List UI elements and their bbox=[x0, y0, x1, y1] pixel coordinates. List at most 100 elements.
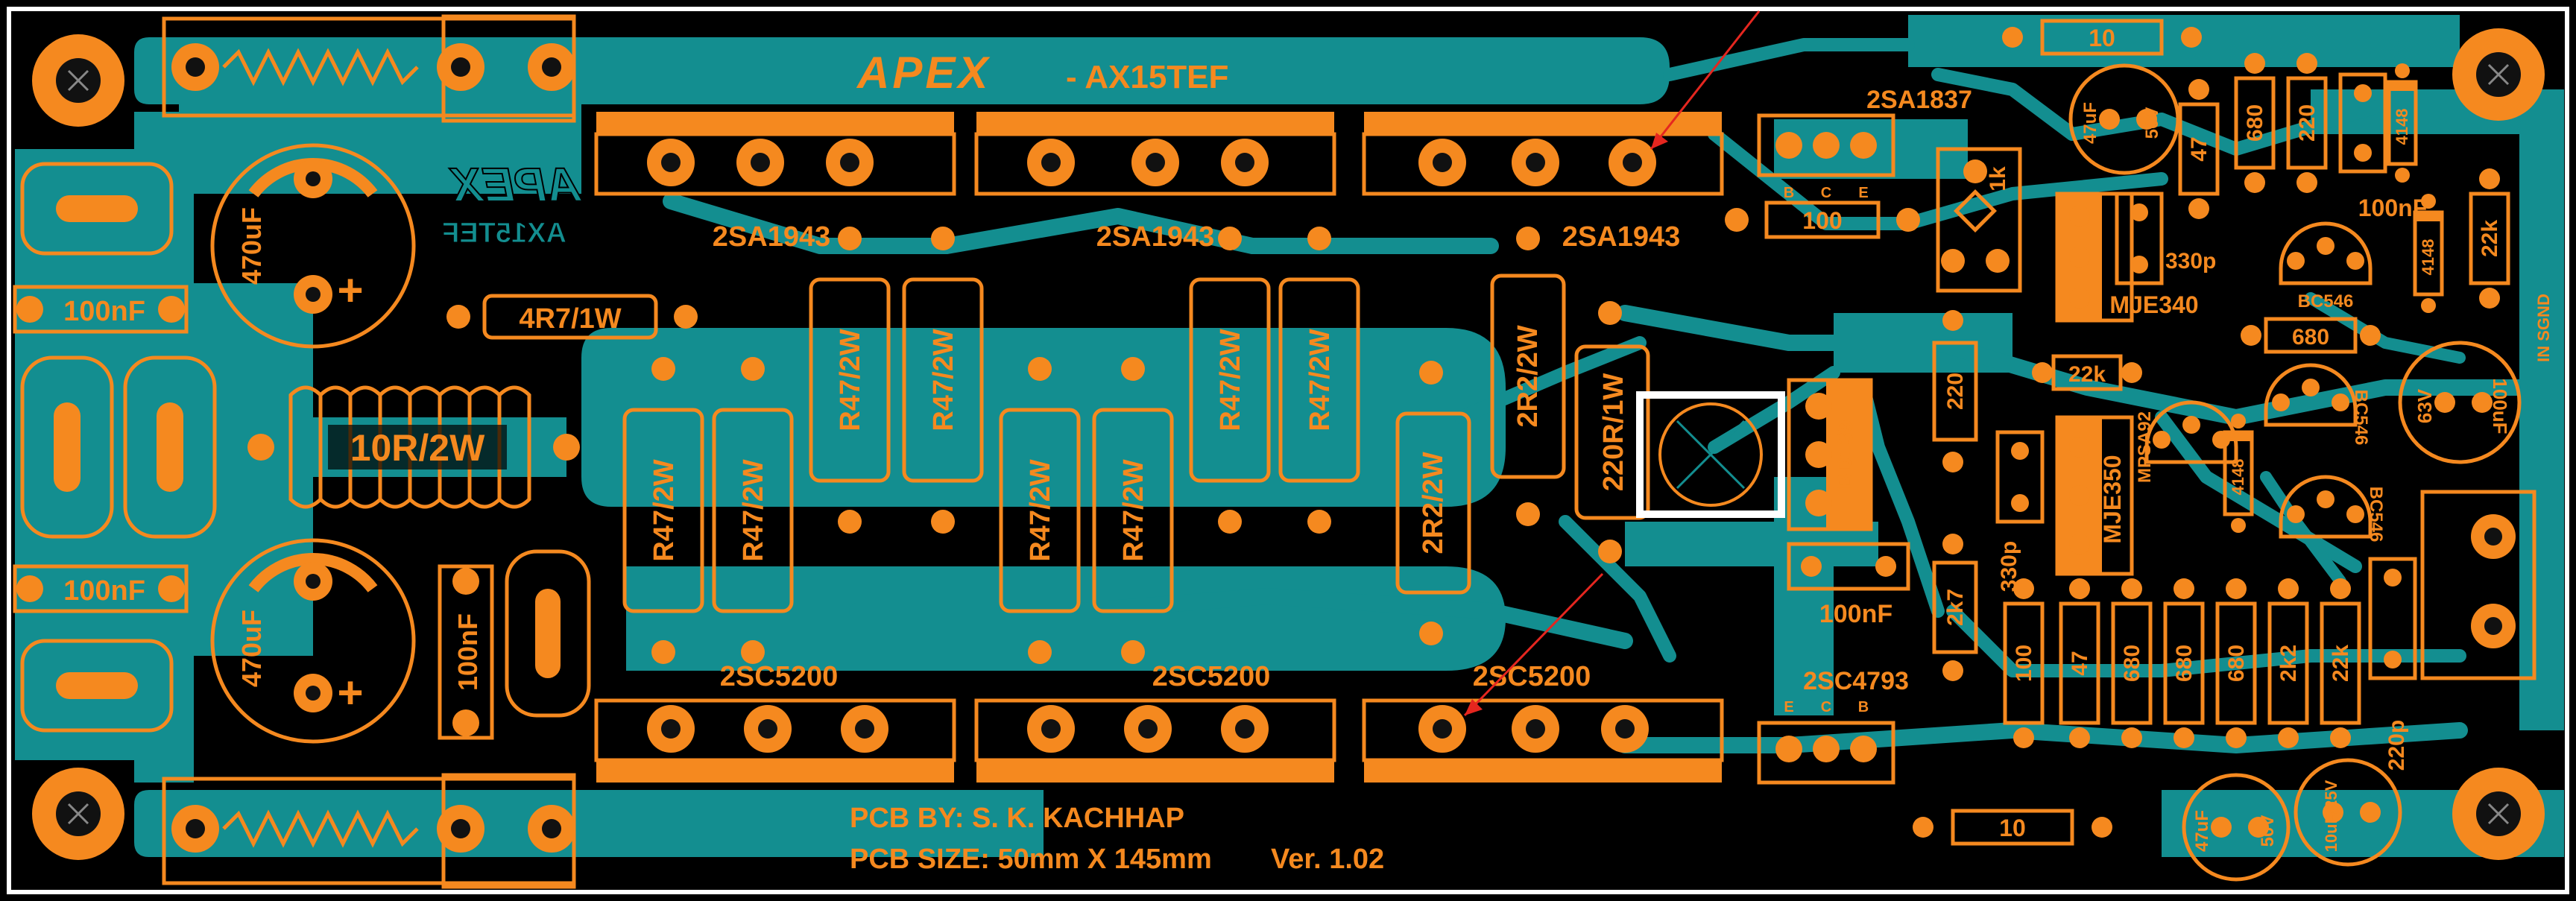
driver-bottom-pin-e: E bbox=[1784, 699, 1793, 715]
cap-10uf-label: 10uF/25V bbox=[2322, 780, 2340, 852]
driver-bd139: BD139 bbox=[1787, 378, 1873, 531]
transistor-top-1-label: 2SA1943 bbox=[713, 221, 830, 253]
driver-bd139-label: BD139 bbox=[1833, 420, 1857, 489]
output-transistors-top: 2SA1943 2SA1943 2SA1943 bbox=[594, 112, 1724, 253]
emitter-resistor-2-label: R47/2W bbox=[738, 459, 769, 561]
bottom-resistor-100: 100 bbox=[2003, 578, 2045, 748]
transistor-top-1: 2SA1943 bbox=[594, 112, 956, 253]
bottom-resistor-680-a: 680 bbox=[2111, 578, 2153, 748]
emitter-resistor-1: R47/2W bbox=[622, 357, 704, 664]
emitter-resistor-1-label: R47/2W bbox=[648, 459, 680, 561]
output-transistors-bottom: 2SC5200 2SC5200 2SC5200 bbox=[594, 661, 1724, 783]
film-cap-100nf-vertical-label: 100nF bbox=[452, 613, 483, 691]
resistor-220-v: 220 bbox=[1932, 310, 1978, 472]
transistor-bottom-2-label: 2SC5200 bbox=[1152, 661, 1270, 692]
credits: PCB BY: S. K. KACHHAP PCB SIZE: 50mm X 1… bbox=[850, 803, 1384, 875]
cap-47uf-bottom-voltage: 50V bbox=[2258, 815, 2278, 847]
film-cap-100nf-top-label: 100nF bbox=[63, 296, 145, 327]
emitter-resistor-8: R47/2W bbox=[1278, 227, 1360, 534]
transistor-top-2-label: 2SA1943 bbox=[1096, 221, 1214, 253]
resistor-4r7-label: 4R7/1W bbox=[519, 303, 621, 335]
transistor-bottom-2: 2SC5200 bbox=[974, 661, 1336, 783]
cap-100uf-label: 100uF bbox=[2489, 378, 2511, 434]
cap-47uf-bottom-label: 47uF bbox=[2192, 810, 2212, 852]
transistor-bottom-1-label: 2SC5200 bbox=[720, 661, 838, 692]
driver-2sc4793: 2SC4793 E C B bbox=[1757, 667, 1909, 785]
emitter-resistor-6: R47/2W bbox=[1092, 357, 1174, 664]
credits-version: Ver. 1.02 bbox=[1271, 844, 1384, 875]
cap-100nf-top-right: 100nF bbox=[2338, 72, 2427, 221]
transistor-bc546-a: BC546 bbox=[2279, 221, 2373, 312]
bottom-resistor-row: 100 47 680 680 680 2k2 bbox=[2003, 578, 2361, 748]
resistor-2k7-label: 2k7 bbox=[1943, 589, 1968, 626]
emitter-resistor-5-label: R47/2W bbox=[1025, 459, 1056, 561]
diode-4148-c-label: 4148 bbox=[2229, 459, 2247, 496]
mounting-hole-bottom-right bbox=[2452, 768, 2545, 860]
cap-330p-a-label: 330p bbox=[2165, 249, 2216, 274]
top-resistor-47-label: 47 bbox=[2187, 136, 2212, 161]
transistor-bottom-3: 2SC5200 bbox=[1362, 661, 1724, 783]
terminal-bottom bbox=[162, 773, 576, 889]
cap-220p: 220p bbox=[2368, 557, 2417, 771]
electrolytic-cap-470uf-bottom: 470uF + bbox=[210, 538, 416, 744]
bottom-resistor-47: 47 bbox=[2059, 578, 2100, 748]
cap-10uf: 10uF/25V bbox=[2294, 758, 2402, 867]
emitter-resistor-3-label: R47/2W bbox=[835, 329, 866, 431]
film-cap-100nf-vertical: 100nF bbox=[438, 564, 494, 740]
base-resistor-2: 2R2/2W bbox=[1490, 227, 1566, 526]
resistor-10-top: 10 bbox=[2002, 19, 2202, 56]
electrolytic-cap-470uf-bottom-label: 470uF bbox=[236, 610, 267, 687]
resistor-220r: 220R/1W bbox=[1574, 301, 1650, 563]
mounting-holes bbox=[32, 28, 2545, 860]
trimmer-1k: 1k bbox=[1936, 147, 2022, 293]
transistor-bc546-b-label: BC546 bbox=[2351, 390, 2371, 446]
bottom-resistor-22k: 22k bbox=[2320, 578, 2361, 748]
cap-47uf-bottom: 47uF 50V bbox=[2182, 773, 2291, 882]
electrolytic-cap-470uf-top: 470uF + bbox=[210, 143, 416, 349]
driver-2sa1837: 2SA1837 B C E bbox=[1757, 86, 1972, 201]
emitter-resistor-8-label: R47/2W bbox=[1304, 329, 1336, 431]
inductor-10r-label: 10R/2W bbox=[350, 427, 485, 469]
emitter-resistor-4: R47/2W bbox=[902, 227, 984, 534]
transistor-top-3-label: 2SA1943 bbox=[1562, 221, 1680, 253]
resistor-10-top-label: 10 bbox=[2089, 25, 2115, 51]
base-resistor-1-label: 2R2/2W bbox=[1418, 452, 1449, 554]
credits-size: PCB SIZE: 50mm X 145mm bbox=[850, 844, 1212, 875]
emitter-resistor-7-label: R47/2W bbox=[1215, 329, 1246, 431]
top-resistor-row: 47 680 220 bbox=[2178, 53, 2328, 219]
bottom-resistor-680-a-label: 680 bbox=[2120, 645, 2144, 682]
transistor-top-2: 2SA1943 bbox=[974, 112, 1336, 253]
credits-by: PCB BY: S. K. KACHHAP bbox=[850, 803, 1184, 834]
base-resistor-2-label: 2R2/2W bbox=[1512, 325, 1544, 427]
mounting-hole-top-left bbox=[32, 34, 124, 127]
bottom-resistor-100-label: 100 bbox=[2012, 645, 2036, 682]
polarity-plus-bottom: + bbox=[337, 668, 363, 718]
diode-4148-c: 4148 bbox=[2223, 414, 2254, 533]
inductor-10r: 10R/2W bbox=[247, 385, 580, 509]
cap-47uf-top-label: 47uF bbox=[2080, 102, 2100, 144]
transistor-bottom-1: 2SC5200 bbox=[594, 661, 956, 783]
resistor-680-right-label: 680 bbox=[2292, 325, 2329, 350]
driver-bottom-pin-b: B bbox=[1858, 699, 1869, 715]
resistor-22k-right-label: 22k bbox=[2478, 220, 2502, 257]
emitter-resistor-5: R47/2W bbox=[999, 357, 1081, 664]
resistor-10-bottom: 10 bbox=[1913, 809, 2112, 846]
top-resistor-47: 47 bbox=[2178, 79, 2220, 219]
transistor-bc546-c: BC546 bbox=[2279, 475, 2386, 542]
driver-bottom-pin-c: C bbox=[1821, 699, 1831, 715]
film-cap-100nf-bottom-label: 100nF bbox=[63, 575, 145, 607]
cap-47uf-top-voltage: 50V bbox=[2142, 107, 2162, 139]
left-pads bbox=[20, 162, 591, 733]
cap-220p-label: 220p bbox=[2384, 720, 2409, 771]
cap-100nf-mid-label: 100nF bbox=[1819, 600, 1892, 628]
cap-330p-a: 330p bbox=[2115, 192, 2216, 285]
resistor-4r7: 4R7/1W bbox=[446, 294, 698, 340]
input-connector: IN SGND bbox=[2420, 294, 2553, 680]
film-cap-100nf-bottom: 100nF bbox=[13, 564, 189, 613]
transistor-top-3: 2SA1943 bbox=[1362, 112, 1724, 253]
transistor-bc546-a-label: BC546 bbox=[2298, 291, 2354, 312]
transistor-mpsa92-label: MPSA92 bbox=[2135, 411, 2155, 483]
emitter-resistor-3: R47/2W bbox=[809, 227, 891, 534]
resistor-680-right: 680 bbox=[2241, 317, 2381, 354]
